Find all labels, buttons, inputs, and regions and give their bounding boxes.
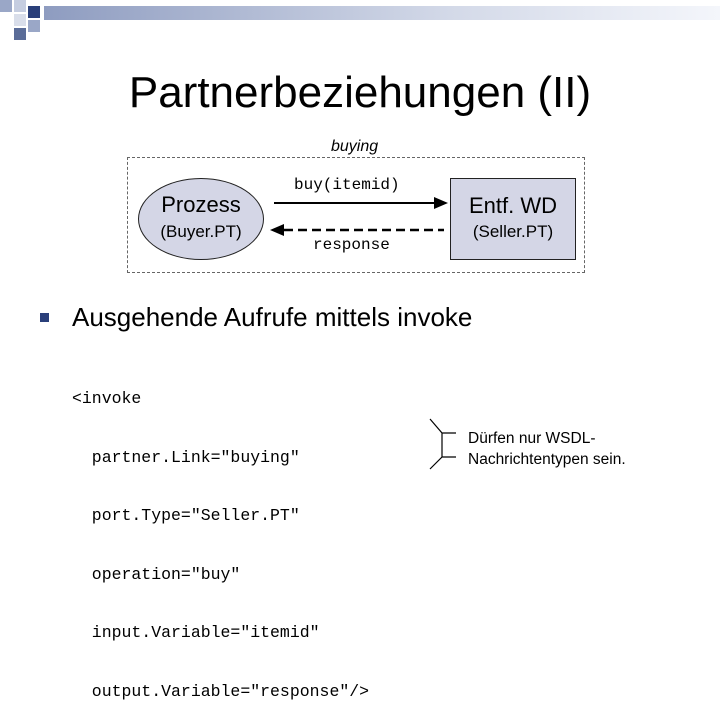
process-node (138, 178, 264, 260)
process-node-port-type: (Buyer.PT) (160, 222, 242, 241)
decor-square (14, 28, 26, 40)
response-label: response (313, 236, 390, 254)
annotation-line: Dürfen nur WSDL- (468, 430, 596, 447)
code-line: port.Type="Seller.PT" (72, 506, 300, 525)
code-line: output.Variable="response"/> (72, 681, 370, 701)
decor-square (0, 0, 12, 12)
code-line: input.Variable="itemid" (72, 623, 320, 642)
code-line: operation="buy" (72, 564, 241, 584)
bullet-square (40, 313, 49, 322)
annotation-note: Dürfen nur WSDL- Nachrichtentypen sein. (468, 428, 626, 470)
invoke-code-block: <invoke partner.Link="buying" port.Type=… (72, 350, 369, 721)
decor-square (14, 0, 26, 12)
annotation-line: Nachrichtentypen sein. (468, 451, 626, 468)
partner-link-box (127, 157, 585, 273)
header-gradient-bar (44, 6, 720, 20)
brace-icon (429, 418, 456, 470)
partner-link-label: buying (331, 138, 379, 155)
slide-title: Partnerbeziehungen (II) (128, 68, 592, 117)
code-line: <invoke (72, 389, 142, 408)
process-node-name: Prozess (161, 192, 241, 217)
decor-square (14, 14, 26, 26)
message-arrows (270, 197, 448, 236)
web-service-node (450, 178, 576, 260)
decor-square (28, 6, 40, 18)
web-service-node-name: Entf. WD (468, 193, 557, 218)
web-service-node-port-type: (Seller.PT) (472, 222, 554, 241)
response-arrow (270, 224, 444, 236)
request-arrow (274, 197, 448, 209)
request-label: buy(itemid) (294, 176, 400, 194)
bullet-text: Ausgehende Aufrufe mittels invoke (72, 302, 473, 332)
code-line: partner.Link="buying" (72, 447, 300, 467)
decor-square (28, 20, 40, 32)
